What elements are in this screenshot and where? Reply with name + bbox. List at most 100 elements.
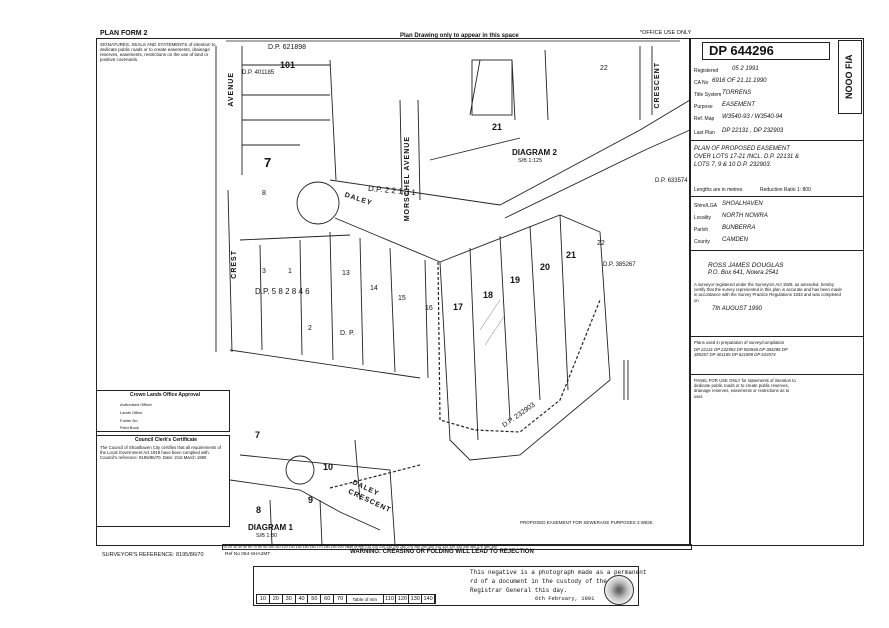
lot-15: 15 bbox=[398, 295, 406, 302]
mm-cell: 30 bbox=[283, 595, 296, 603]
crown-line-3: Folder No bbox=[120, 418, 138, 423]
title-system-label: Title System bbox=[694, 92, 722, 98]
lot-14: 14 bbox=[370, 285, 378, 292]
purpose-value: EASEMENT bbox=[722, 102, 756, 108]
dp-582846-label: D.P. 5 8 2 8 4 6 bbox=[255, 287, 310, 296]
parish-label: Parish bbox=[694, 227, 709, 233]
plan-drawing-note: Plan Drawing only to appear in this spac… bbox=[400, 33, 519, 39]
lga-label: Shire/LGA bbox=[694, 203, 718, 209]
registered-value: 05 2 1991 bbox=[732, 66, 759, 72]
lot-19: 19 bbox=[510, 275, 521, 285]
locality-value: NORTH NOWRA bbox=[722, 213, 768, 219]
lot-7-top: 7 bbox=[264, 155, 272, 170]
lot-20: 20 bbox=[540, 262, 551, 272]
crown-lands-title: Crown Lands Office Approval bbox=[130, 392, 201, 398]
right-panel bbox=[690, 38, 864, 546]
lot-21-top: 21 bbox=[492, 122, 503, 132]
surveyor-reference: SURVEYOR'S REFERENCE: 8195/86/70 bbox=[102, 552, 204, 558]
lot-2: 2 bbox=[308, 325, 312, 332]
dp-401185-label: D.P. 401185 bbox=[242, 70, 275, 76]
plan-title: PLAN OF PROPOSED EASEMENT OVER LOTS 17-2… bbox=[694, 146, 799, 168]
ca-no-value: 6916 OF 21.11.1990 bbox=[712, 78, 767, 84]
plan-frame bbox=[96, 38, 690, 546]
lga-value: SHOALHAVEN bbox=[722, 201, 763, 207]
county-label: County bbox=[694, 239, 710, 245]
dp-number: DP 644296 bbox=[702, 42, 830, 60]
divider bbox=[690, 250, 864, 251]
plans-used-label: Plans used in preparation of survey/comp… bbox=[694, 340, 785, 345]
signatures-note: SIGNATURES, SEALS AND STATEMENTS of inte… bbox=[100, 42, 216, 62]
plans-used-list: DP 22131 DP 232903 DP 582846 DP 384296 D… bbox=[694, 347, 788, 358]
locality-label: Locality bbox=[694, 215, 711, 221]
mm-cell: 50 bbox=[308, 595, 322, 603]
photograph-stamp-text: This negative is a photograph made as a … bbox=[470, 568, 646, 595]
council-certificate-box bbox=[96, 435, 230, 527]
divider bbox=[690, 196, 864, 197]
mm-scale-strip: 10 20 30 40 50 60 70 80 90 100 110 120 1… bbox=[222, 544, 692, 550]
lot-8-top: 8 bbox=[262, 190, 266, 197]
mm-cell: 130 bbox=[409, 595, 423, 603]
lot-21: 21 bbox=[566, 250, 577, 260]
ca-no-label: CA No bbox=[694, 80, 709, 86]
mm-cell: 60 bbox=[321, 595, 335, 603]
crown-line-1: Authorised Officer bbox=[120, 402, 152, 407]
lot-22-top: 22 bbox=[600, 65, 608, 72]
lengths-note: Lengths are in metres bbox=[694, 187, 743, 193]
mm-cell: 70 bbox=[334, 595, 348, 603]
office-use-label: *OFFICE USE ONLY bbox=[640, 30, 692, 36]
title-system-value: TORRENS bbox=[722, 90, 752, 96]
divider bbox=[690, 140, 864, 141]
county-value: CAMDEN bbox=[722, 237, 749, 243]
surveyor-address: P.O. Box 641, Nowra 2541 bbox=[708, 270, 779, 276]
lot-13: 13 bbox=[342, 270, 350, 277]
lot-3: 3 bbox=[262, 268, 266, 275]
lot-8-diagram1: 8 bbox=[256, 505, 262, 515]
registrar-seal-icon bbox=[604, 575, 634, 605]
mm-cell: 120 bbox=[396, 595, 410, 603]
street-avenue-left: AVENUE bbox=[228, 72, 235, 107]
photo-line-1: This negative is a photograph made as a … bbox=[470, 569, 647, 576]
last-plan-label: Last Plan bbox=[694, 130, 715, 136]
lot-7-diagram1: 7 bbox=[255, 430, 261, 440]
mm-cell: 140 bbox=[422, 595, 436, 603]
lot-18: 18 bbox=[483, 290, 494, 300]
mm-cell: 10 bbox=[257, 595, 270, 603]
photo-date: 6th February, 1991 bbox=[535, 595, 595, 602]
diagram-2-scale: S/B 1:125 bbox=[518, 158, 543, 164]
lot-101: 101 bbox=[280, 60, 296, 70]
divider bbox=[690, 374, 864, 375]
diagram-1-scale: S/B 1:80 bbox=[256, 533, 278, 539]
easement-legend: PROPOSED EASEMENT FOR SEWERAGE PURPOSES … bbox=[520, 520, 654, 525]
diagram-1-label: DIAGRAM 1 bbox=[248, 523, 293, 532]
ref-map-value: W3540-93 / W3540-94 bbox=[722, 114, 783, 120]
divider bbox=[690, 336, 864, 337]
photo-line-3: Registrar General this day. bbox=[470, 587, 568, 594]
dp-mid-label: D. P. bbox=[340, 330, 355, 337]
crown-lands-box bbox=[96, 390, 230, 432]
lot-1: 1 bbox=[288, 268, 292, 275]
survey-date: 7th AUGUST 1990 bbox=[712, 306, 762, 312]
lot-17: 17 bbox=[453, 302, 464, 312]
dp-633574-label: D.P. 633574 bbox=[655, 178, 688, 184]
dp-621898-label: D.P. 621898 bbox=[268, 44, 307, 51]
mm-cell: 110 bbox=[384, 595, 397, 603]
registered-label: Registered bbox=[694, 68, 719, 74]
panel-note: PANEL FOR USE ONLY for statements of int… bbox=[694, 378, 796, 399]
street-crest: CREST bbox=[231, 250, 238, 279]
drawn-reference: Ref No 064-SHA2MT bbox=[225, 552, 271, 557]
lot-22: 22 bbox=[597, 240, 605, 247]
dp-385267-label: D.P. 385267 bbox=[603, 262, 636, 268]
reduction-ratio: Reduction Ratio 1: 800 bbox=[760, 187, 811, 193]
street-crescent: CRESCENT bbox=[654, 62, 661, 109]
ref-map-label: Ref. Map bbox=[694, 116, 715, 122]
parish-value: BUNBERRA bbox=[722, 225, 756, 231]
mm-scale-table: 10 20 30 40 50 60 70 Table of mm 110 120… bbox=[256, 594, 436, 604]
council-certificate-title: Council Clerk's Certificate bbox=[135, 437, 198, 443]
mm-cell: 20 bbox=[270, 595, 283, 603]
sidebar-code: NOOO FIA bbox=[838, 40, 862, 114]
lot-9: 9 bbox=[308, 495, 314, 505]
plan-form-label: PLAN FORM 2 bbox=[100, 30, 148, 37]
crown-line-4: Field Book bbox=[120, 425, 139, 430]
